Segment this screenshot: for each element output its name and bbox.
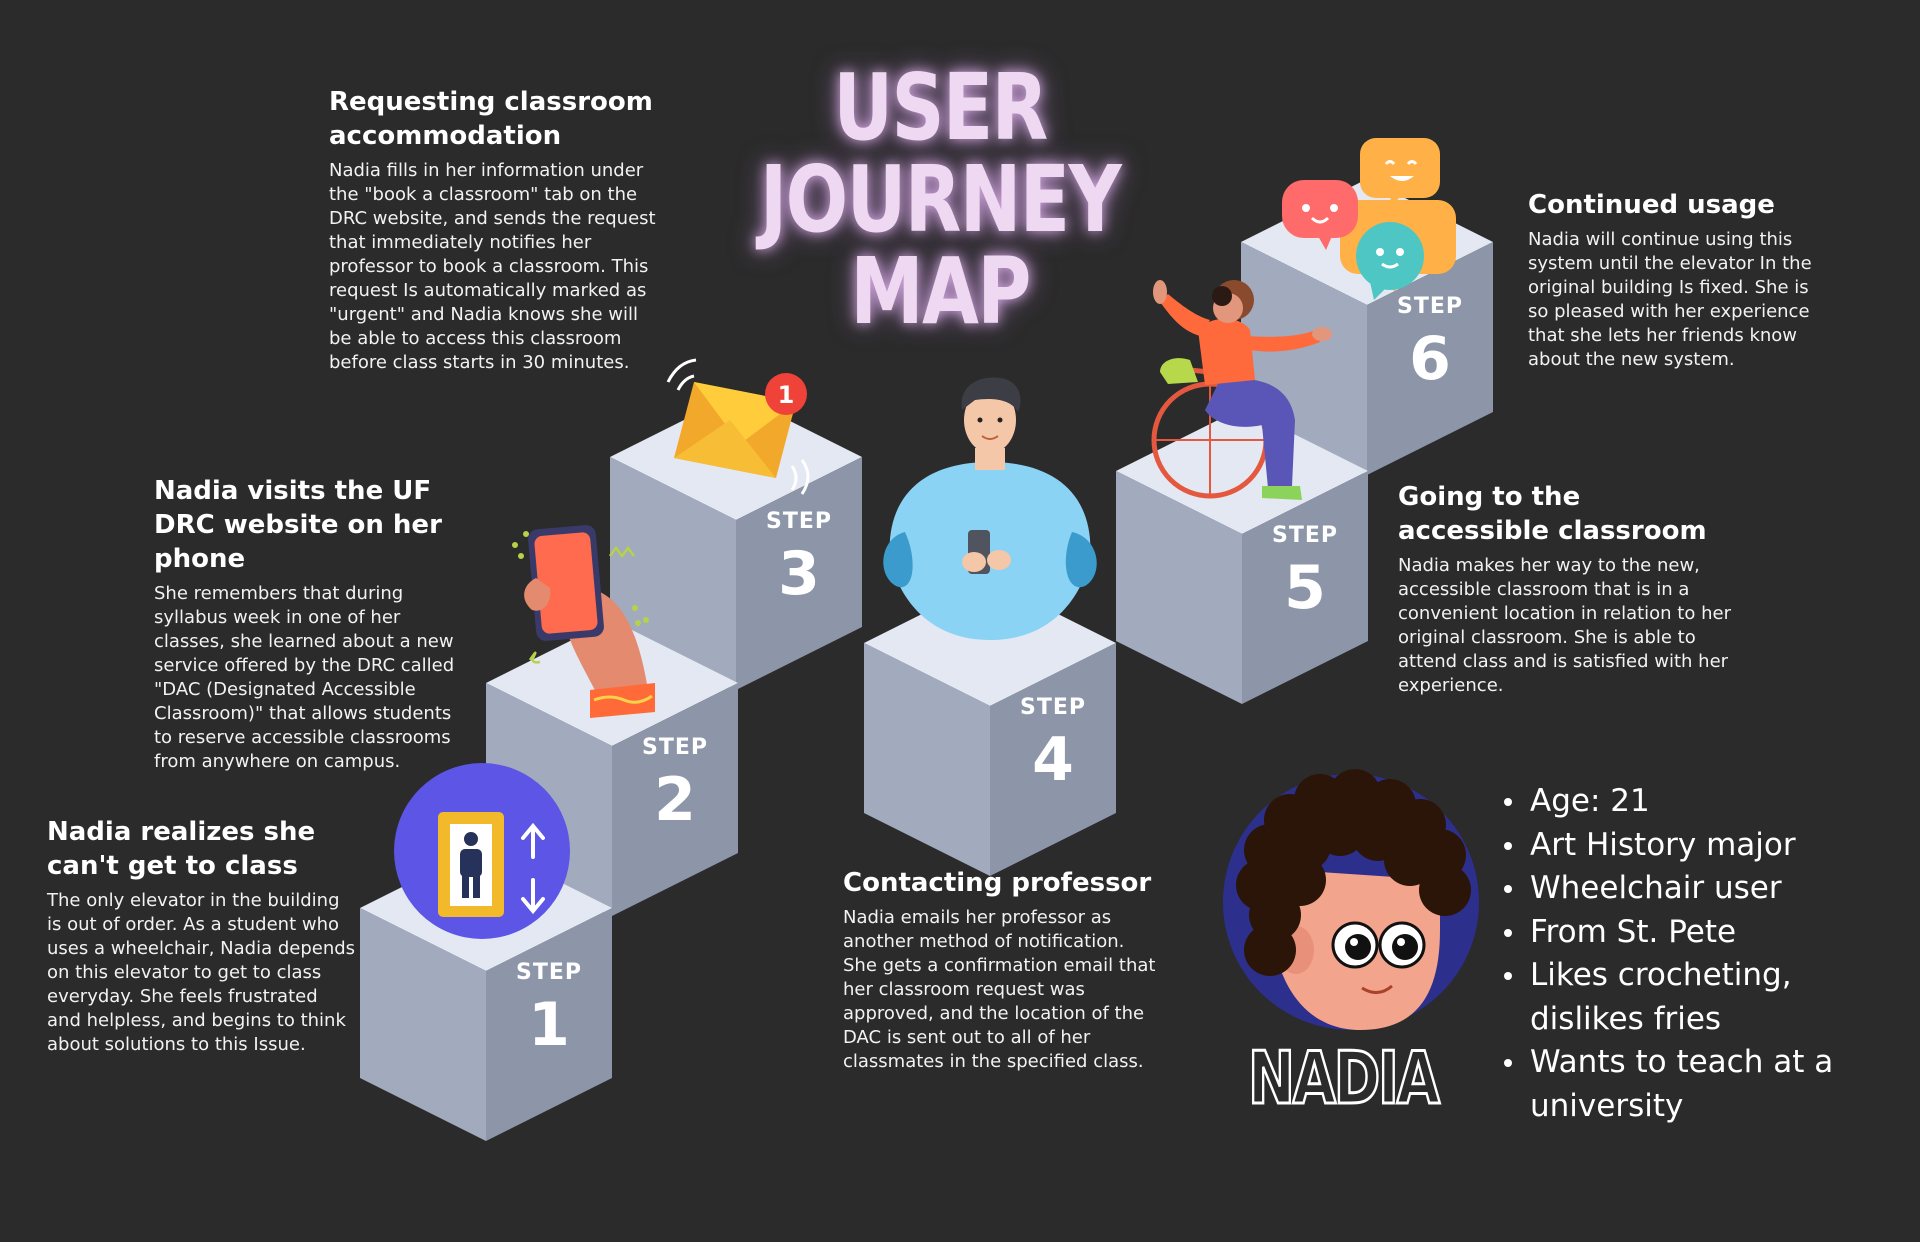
- step-2-label: STEP: [642, 735, 708, 760]
- step-1-number: 1: [528, 990, 570, 1060]
- step-3-cube: STEP 3: [610, 394, 862, 690]
- step-1-heading: Nadia realizes she can't get to class: [47, 817, 316, 881]
- cube-left-face: [864, 643, 990, 876]
- step-6-body: Nadia will continue using this system un…: [1528, 229, 1812, 370]
- step-5-text: Going to the accessible classroom Nadia …: [1398, 480, 1738, 698]
- bullet-icon: [1504, 885, 1512, 893]
- step-3-number: 3: [778, 539, 820, 609]
- step-3-body: Nadia fills in her information under the…: [329, 160, 656, 373]
- mail-notification-icon: 1: [666, 358, 810, 495]
- step-4-label: STEP: [1020, 695, 1086, 720]
- chat-bubbles-icon: [1282, 138, 1456, 300]
- cube-right-face: [736, 457, 862, 690]
- bullet-icon: [1504, 841, 1512, 850]
- step-4-heading: Contacting professor: [843, 868, 1152, 898]
- cube-right-face: [990, 643, 1116, 876]
- notification-badge-count: 1: [778, 381, 795, 409]
- persona-name: NADIA: [1247, 1036, 1441, 1120]
- hand-phone-icon: [512, 525, 655, 718]
- step-1-label: STEP: [516, 960, 582, 985]
- persona-fact: Age: 21: [1500, 780, 1900, 824]
- persona-fact: Likes crocheting, dislikes fries: [1500, 954, 1900, 1041]
- step-6-number: 6: [1409, 324, 1451, 394]
- persona-fact: Art History major: [1500, 824, 1900, 868]
- persona-fact-text: Art History major: [1530, 826, 1796, 863]
- persona-fact-text: From St. Pete: [1530, 913, 1737, 950]
- persona-avatar-icon: [1223, 769, 1479, 1030]
- step-2-number: 2: [654, 765, 696, 835]
- wheelchair-user-icon: [1151, 280, 1332, 500]
- step-5-heading: Going to the accessible classroom: [1398, 482, 1707, 546]
- cube-left-face: [610, 457, 736, 690]
- step-3-text: Requesting classroom accommodation Nadia…: [329, 85, 659, 375]
- persona-fact-text: Likes crocheting, dislikes fries: [1530, 957, 1792, 1037]
- step-6-text: Continued usage Nadia will continue usin…: [1528, 188, 1828, 372]
- bullet-icon: [1504, 1059, 1512, 1067]
- step-5-number: 5: [1284, 553, 1326, 623]
- step-4-text: Contacting professor Nadia emails her pr…: [843, 866, 1163, 1074]
- elevator-icon: [394, 763, 570, 939]
- step-6-label: STEP: [1397, 294, 1463, 319]
- bullet-icon: [1504, 798, 1512, 806]
- step-1-text: Nadia realizes she can't get to class Th…: [47, 815, 357, 1057]
- step-2-heading: Nadia visits the UF DRC website on her p…: [154, 476, 442, 574]
- step-2-body: She remembers that during syllabus week …: [154, 583, 455, 772]
- persona-fact: From St. Pete: [1500, 911, 1900, 955]
- cube-right-face: [1242, 471, 1368, 704]
- step-5-body: Nadia makes her way to the new, accessib…: [1398, 555, 1731, 696]
- person-with-phone-icon: [883, 377, 1097, 640]
- title-line-1: USER: [833, 54, 1048, 161]
- cube-left-face: [1116, 471, 1242, 704]
- title-line-2: JOURNEY: [759, 146, 1122, 253]
- persona-fact-text: Wants to teach at a university: [1530, 1044, 1834, 1124]
- persona-fact-text: Age: 21: [1530, 783, 1650, 819]
- cube-right-face: [486, 908, 612, 1141]
- step-5-label: STEP: [1272, 523, 1338, 548]
- step-3-heading: Requesting classroom accommodation: [329, 87, 653, 151]
- persona-fact-text: Wheelchair user: [1530, 870, 1782, 906]
- step-1-body: The only elevator in the building is out…: [47, 890, 356, 1055]
- bullet-icon: [1504, 972, 1512, 980]
- cube-right-face: [1367, 242, 1493, 475]
- cube-right-face: [612, 683, 738, 916]
- step-3-label: STEP: [766, 509, 832, 534]
- page-title: USER JOURNEY MAP: [710, 62, 1170, 338]
- bullet-icon: [1504, 928, 1512, 937]
- step-4-number: 4: [1032, 725, 1074, 795]
- step-6-heading: Continued usage: [1528, 190, 1775, 220]
- persona-fact: Wheelchair user: [1500, 867, 1900, 911]
- cube-left-face: [360, 908, 486, 1141]
- title-line-3: MAP: [850, 238, 1031, 345]
- step-5-cube: STEP 5: [1116, 408, 1368, 704]
- step-4-body: Nadia emails her professor as another me…: [843, 907, 1156, 1072]
- persona-facts: Age: 21 Art History major Wheelchair use…: [1500, 780, 1900, 1128]
- persona-fact: Wants to teach at a university: [1500, 1041, 1900, 1128]
- step-2-text: Nadia visits the UF DRC website on her p…: [154, 474, 474, 774]
